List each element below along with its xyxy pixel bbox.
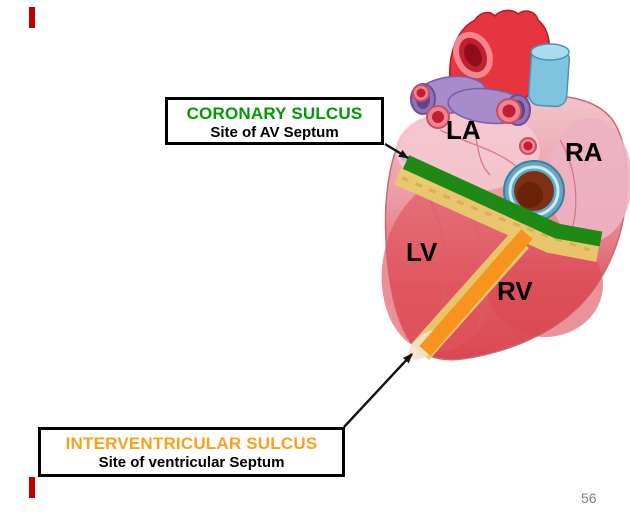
interventricular-sulcus-subtitle: Site of ventricular Septum bbox=[98, 454, 285, 472]
label-right-atrium: RA bbox=[565, 137, 603, 167]
page-number: 56 bbox=[581, 490, 597, 506]
aorta-opening-core bbox=[464, 43, 482, 67]
coronary-sulcus-subtitle: Site of AV Septum bbox=[210, 124, 339, 142]
label-right-ventricle: RV bbox=[497, 276, 533, 306]
coronary-sulcus-callout: CORONARY SULCUS Site of AV Septum bbox=[165, 97, 384, 145]
coronary-callout-arrow bbox=[384, 142, 409, 160]
right-atrium-highlight bbox=[548, 118, 630, 242]
interventricular-sulcus-title: INTERVENTRICULAR SULCUS bbox=[65, 434, 318, 453]
interventricular-sulcus-callout: INTERVENTRICULAR SULCUS Site of ventricu… bbox=[38, 427, 345, 477]
label-left-ventricle: LV bbox=[406, 237, 438, 267]
red-accent-bar-bottom bbox=[29, 477, 35, 498]
interventricular-sulcus-line bbox=[419, 229, 533, 356]
svc-opening bbox=[530, 43, 570, 61]
interventricular-callout-arrow bbox=[343, 353, 413, 428]
coronary-sulcus-title: CORONARY SULCUS bbox=[186, 104, 363, 123]
red-accent-bar-top bbox=[29, 7, 35, 28]
ivc-lumen-shadow bbox=[517, 182, 543, 208]
coronary-sulcus-line bbox=[402, 155, 603, 247]
left-ventricle-shading bbox=[381, 177, 509, 353]
surface-vessels bbox=[429, 119, 577, 331]
label-left-atrium: LA bbox=[446, 115, 481, 145]
pulmonary-vein-openings bbox=[412, 84, 537, 155]
